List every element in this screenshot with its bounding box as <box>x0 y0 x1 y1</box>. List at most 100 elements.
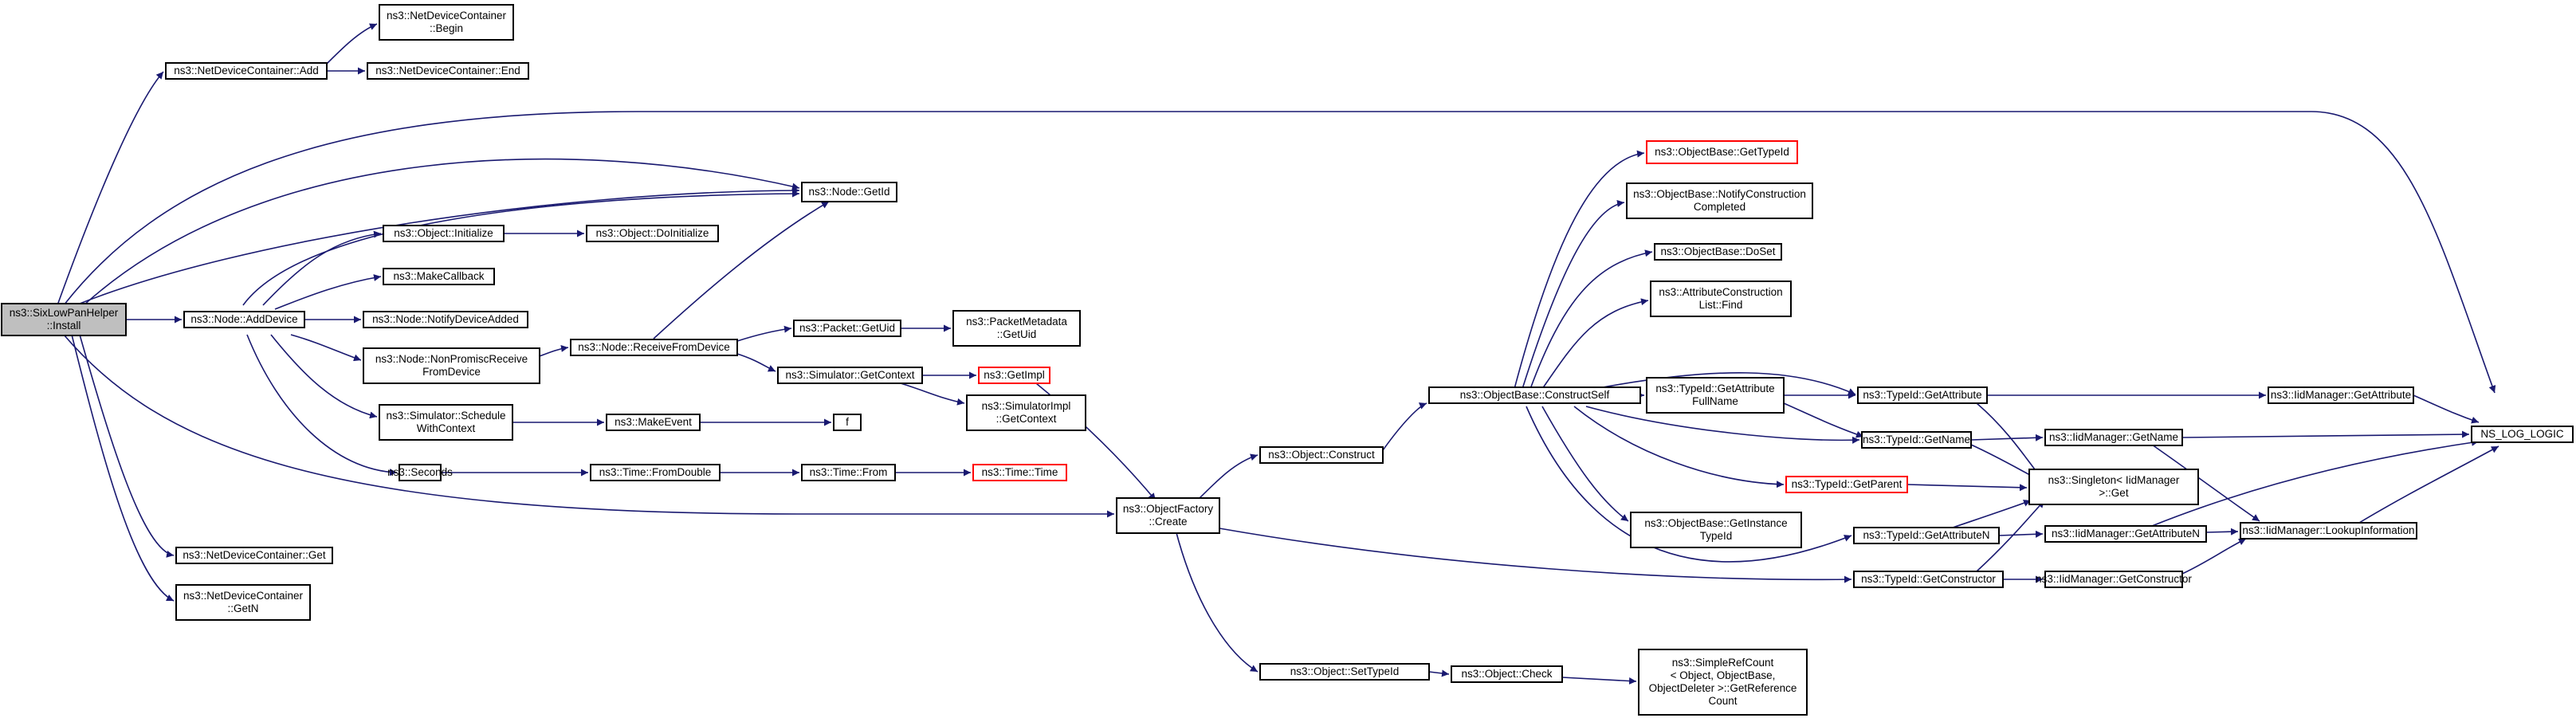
node-box[interactable] <box>2471 426 2574 443</box>
node-objfactory-create[interactable]: ns3::ObjectFactory::Create <box>1116 497 1220 534</box>
node-simplerefcount[interactable]: ns3::SimpleRefCount< Object, ObjectBase,… <box>1638 649 1808 716</box>
node-node-adddevice[interactable]: ns3::Node::AddDevice <box>183 311 305 328</box>
node-tid-getconstructor[interactable]: ns3::TypeId::GetConstructor <box>1853 571 2004 588</box>
node-iid-getattribute[interactable]: ns3::IidManager::GetAttribute <box>2268 386 2414 404</box>
node-tid-getattribute[interactable]: ns3::TypeId::GetAttribute <box>1857 386 1988 404</box>
node-box[interactable] <box>175 584 311 621</box>
node-box[interactable] <box>590 464 721 481</box>
node-ns-log-logic[interactable]: NS_LOG_LOGIC <box>2471 426 2574 443</box>
node-ob-doset[interactable]: ns3::ObjectBase::DoSet <box>1654 243 1782 261</box>
node-box[interactable] <box>175 547 333 564</box>
node-box[interactable] <box>1630 512 1802 548</box>
node-box[interactable] <box>1861 431 1972 449</box>
node-ndc-add[interactable]: ns3::NetDeviceContainer::Add <box>165 62 328 80</box>
node-obj-doinitialize[interactable]: ns3::Object::DoInitialize <box>586 225 719 242</box>
node-f[interactable]: f <box>833 414 862 431</box>
node-box[interactable] <box>2044 525 2207 543</box>
node-box[interactable] <box>2028 469 2199 505</box>
node-receivefromdevice[interactable]: ns3::Node::ReceiveFromDevice <box>570 339 738 356</box>
node-box[interactable] <box>606 414 701 431</box>
node-root[interactable]: ns3::SixLowPanHelper::Install <box>1 303 127 336</box>
node-time-from[interactable]: ns3::Time::From <box>801 464 896 481</box>
node-box[interactable] <box>2240 522 2417 539</box>
node-packetmeta-getuid[interactable]: ns3::PacketMetadata::GetUid <box>952 310 1081 347</box>
node-iid-getattributen[interactable]: ns3::IidManager::GetAttributeN <box>2044 525 2207 543</box>
node-ndc-get[interactable]: ns3::NetDeviceContainer::Get <box>175 547 333 564</box>
node-box[interactable] <box>1853 527 2000 544</box>
node-box[interactable] <box>801 182 897 202</box>
node-box[interactable] <box>1116 497 1220 534</box>
node-obj-settypeid[interactable]: ns3::Object::SetTypeId <box>1259 663 1430 681</box>
node-seconds[interactable]: ns3::Seconds <box>387 464 453 481</box>
node-box[interactable] <box>570 339 738 356</box>
node-box[interactable] <box>399 464 442 481</box>
node-box[interactable] <box>383 268 495 285</box>
node-box[interactable] <box>2268 386 2414 404</box>
node-ndc-getn[interactable]: ns3::NetDeviceContainer::GetN <box>175 584 311 621</box>
node-box[interactable] <box>2044 429 2183 446</box>
node-box[interactable] <box>165 62 328 80</box>
node-box[interactable] <box>1451 665 1563 683</box>
node-box[interactable] <box>363 311 528 328</box>
node-box[interactable] <box>1853 571 2004 588</box>
node-box[interactable] <box>777 367 923 384</box>
node-box[interactable] <box>1646 140 1798 164</box>
node-getimpl[interactable]: ns3::GetImpl <box>978 367 1050 384</box>
node-tid-getparent[interactable]: ns3::TypeId::GetParent <box>1785 476 1908 493</box>
node-packet-getuid[interactable]: ns3::Packet::GetUid <box>793 320 901 337</box>
node-ndc-end[interactable]: ns3::NetDeviceContainer::End <box>367 62 529 80</box>
node-ndc-begin[interactable]: ns3::NetDeviceContainer::Begin <box>379 4 514 41</box>
node-tid-getattributen[interactable]: ns3::TypeId::GetAttributeN <box>1853 527 2000 544</box>
node-box[interactable] <box>1638 649 1808 716</box>
node-iid-getname[interactable]: ns3::IidManager::GetName <box>2044 429 2183 446</box>
node-box[interactable] <box>383 225 505 242</box>
node-tid-getname[interactable]: ns3::TypeId::GetName <box>1861 431 1972 449</box>
node-iid-lookupinformation[interactable]: ns3::IidManager::LookupInformation <box>2240 522 2417 539</box>
node-box[interactable] <box>1626 182 1813 219</box>
node-box[interactable] <box>1654 243 1782 261</box>
node-box[interactable] <box>1646 377 1785 414</box>
node-box[interactable] <box>833 414 862 431</box>
node-box[interactable] <box>1259 446 1384 464</box>
node-box[interactable] <box>2044 571 2183 588</box>
node-box[interactable] <box>367 62 529 80</box>
node-notifydeviceadded[interactable]: ns3::Node::NotifyDeviceAdded <box>363 311 528 328</box>
node-box[interactable] <box>978 367 1050 384</box>
node-obj-initialize[interactable]: ns3::Object::Initialize <box>383 225 505 242</box>
node-box[interactable] <box>379 4 514 41</box>
node-makecallback[interactable]: ns3::MakeCallback <box>383 268 495 285</box>
node-box[interactable] <box>1 303 127 336</box>
node-box[interactable] <box>972 464 1067 481</box>
node-ob-notifyconstruction[interactable]: ns3::ObjectBase::NotifyConstructionCompl… <box>1626 182 1813 219</box>
node-box[interactable] <box>183 311 305 328</box>
node-box[interactable] <box>363 347 540 384</box>
node-box[interactable] <box>1259 663 1430 681</box>
node-singleton-get[interactable]: ns3::Singleton< IidManager>::Get <box>2028 469 2199 505</box>
node-box[interactable] <box>1785 476 1908 493</box>
node-node-getid[interactable]: ns3::Node::GetId <box>801 182 897 202</box>
node-box[interactable] <box>793 320 901 337</box>
node-ob-constructself[interactable]: ns3::ObjectBase::ConstructSelf <box>1428 386 1641 404</box>
node-box[interactable] <box>952 310 1081 347</box>
node-box[interactable] <box>1650 281 1792 317</box>
node-simimpl-getcontext[interactable]: ns3::SimulatorImpl::GetContext <box>966 394 1086 431</box>
node-box[interactable] <box>1428 386 1641 404</box>
node-makeevent[interactable]: ns3::MakeEvent <box>606 414 701 431</box>
node-box[interactable] <box>1857 386 1988 404</box>
node-time-time[interactable]: ns3::Time::Time <box>972 464 1067 481</box>
node-obj-construct[interactable]: ns3::Object::Construct <box>1259 446 1384 464</box>
node-obj-check[interactable]: ns3::Object::Check <box>1451 665 1563 683</box>
node-time-fromdouble[interactable]: ns3::Time::FromDouble <box>590 464 721 481</box>
node-box[interactable] <box>586 225 719 242</box>
node-sim-getcontext[interactable]: ns3::Simulator::GetContext <box>777 367 923 384</box>
node-box[interactable] <box>966 394 1086 431</box>
node-ob-gettypeid[interactable]: ns3::ObjectBase::GetTypeId <box>1646 140 1798 164</box>
node-box[interactable] <box>801 464 896 481</box>
node-iid-getconstructor[interactable]: ns3::IidManager::GetConstructor <box>2036 571 2192 588</box>
node-box[interactable] <box>379 404 513 441</box>
